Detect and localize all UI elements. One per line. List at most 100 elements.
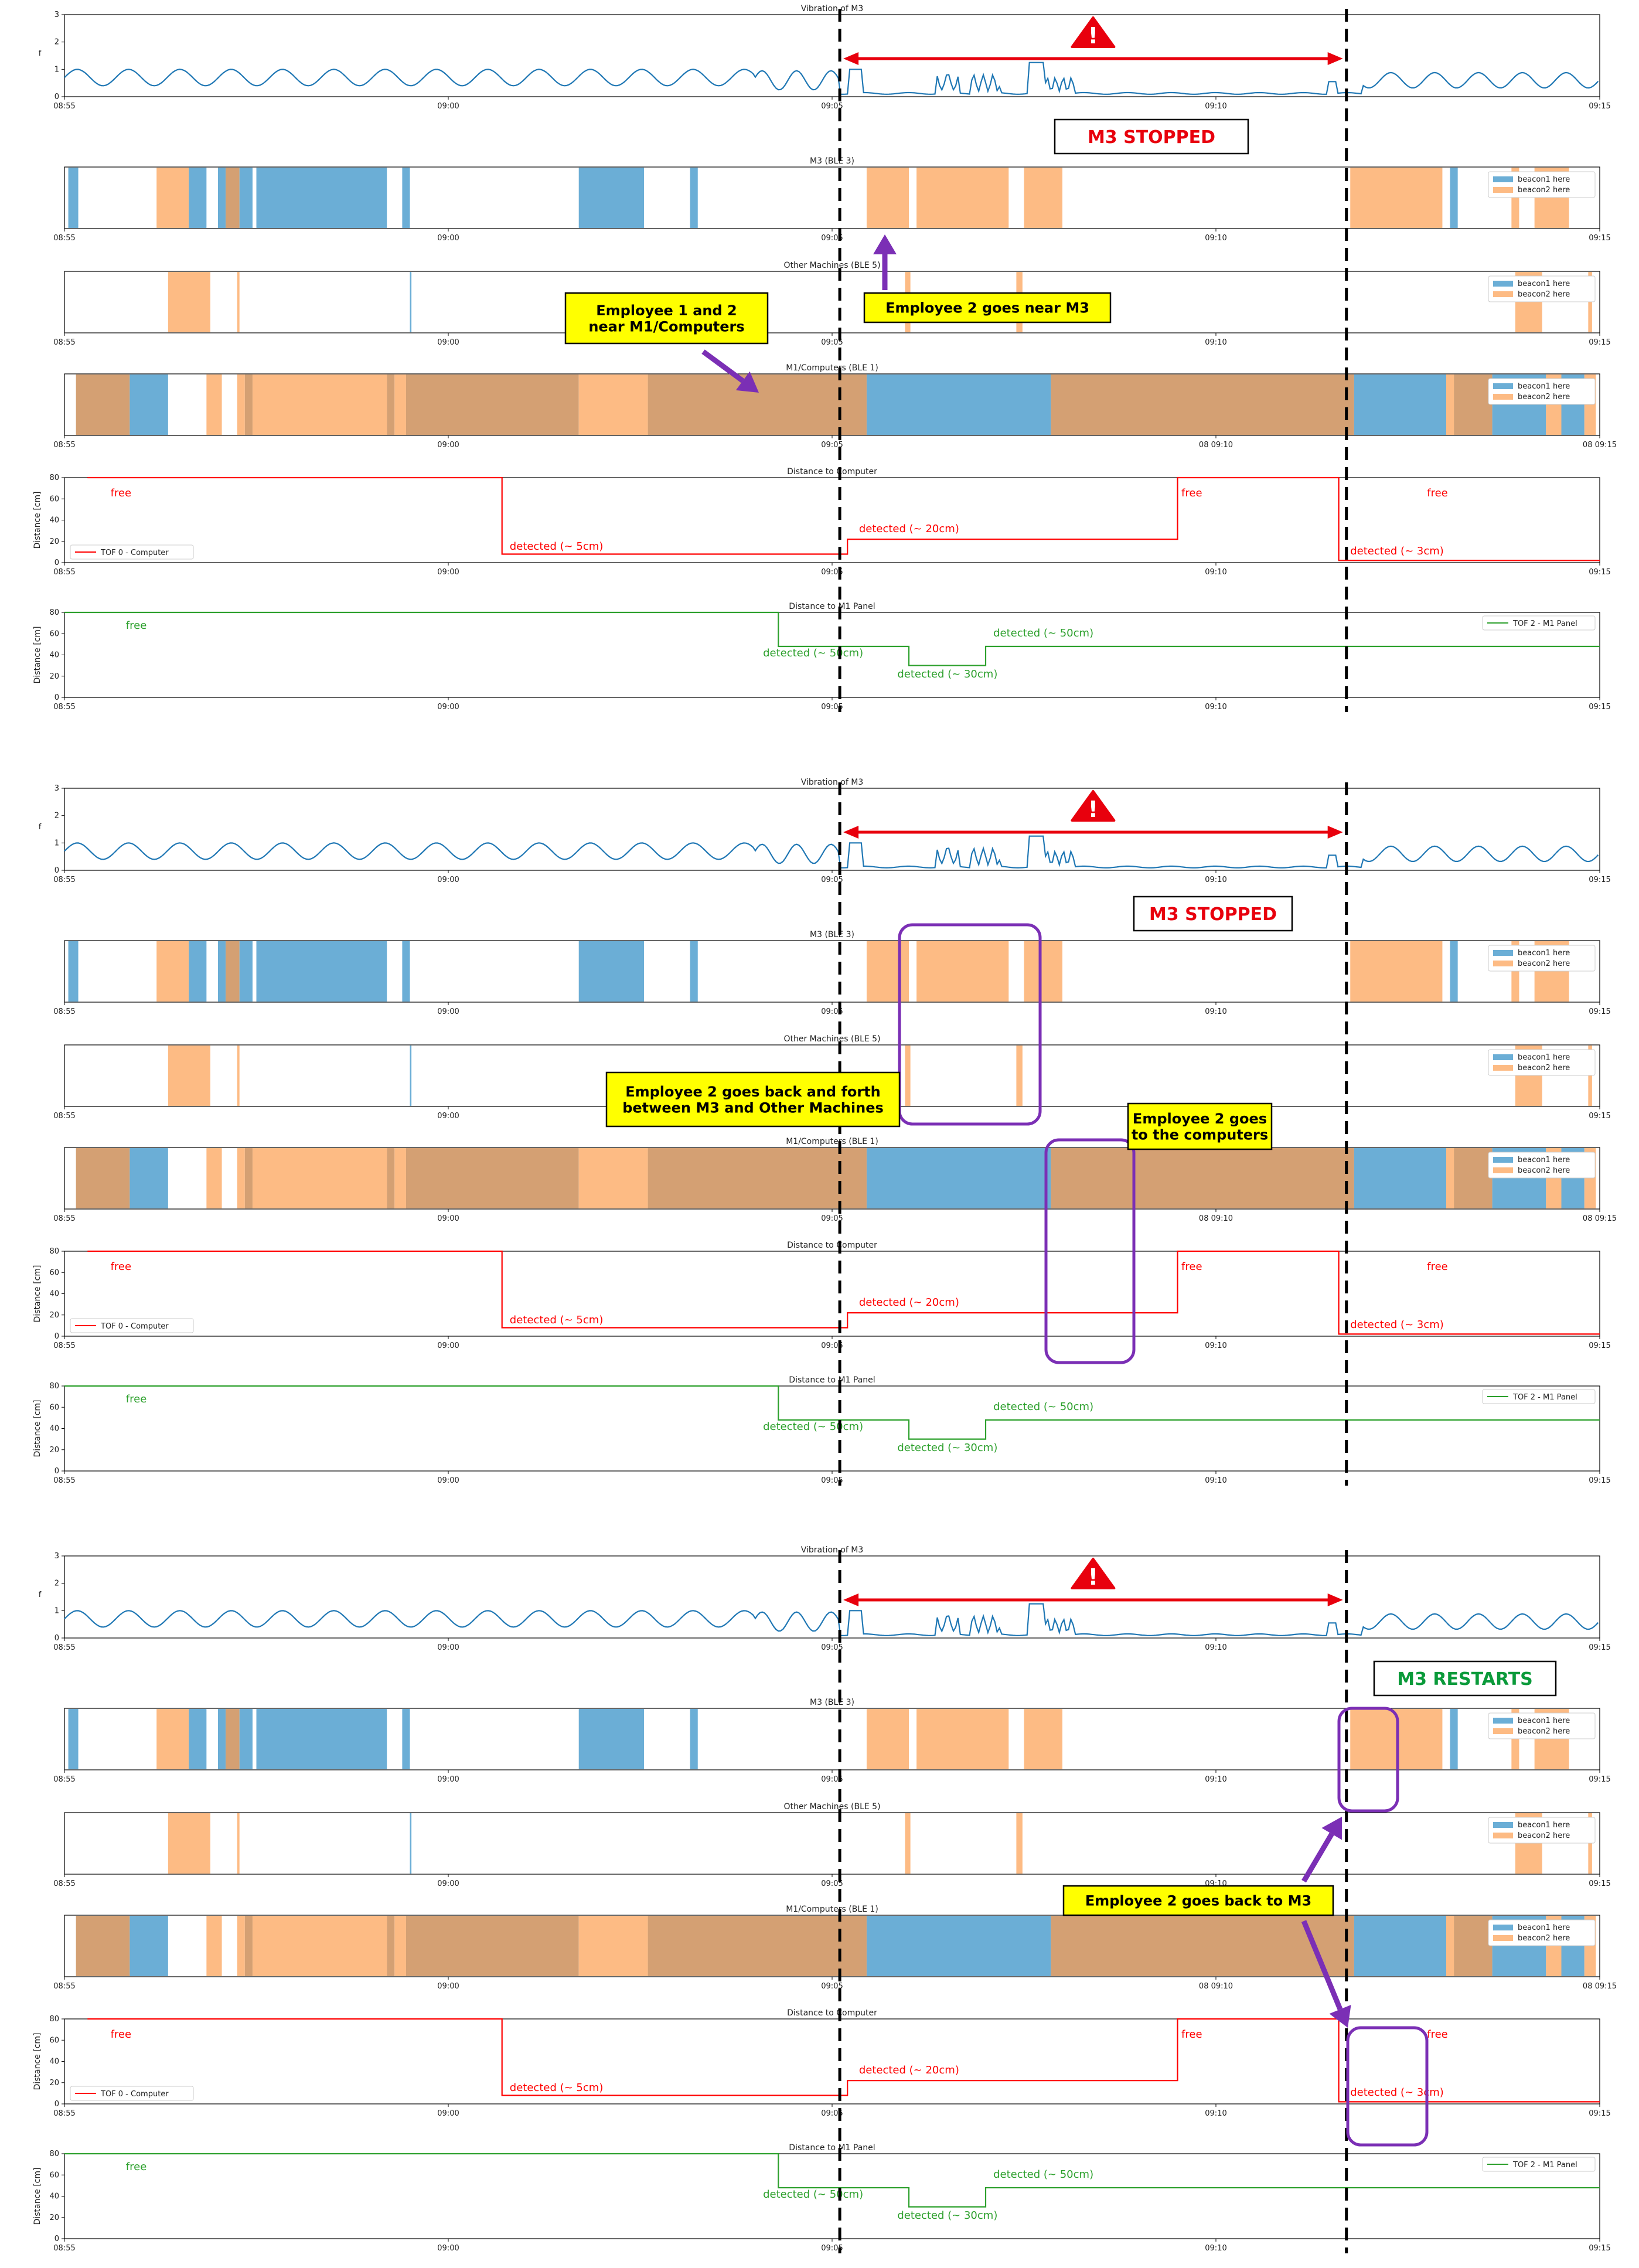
beacon2-bar [1446,1916,1454,1976]
overlap-bar [406,1916,579,1976]
beacon2-bar [1446,1148,1454,1208]
annotation-label: free [126,1393,147,1405]
legend-swatch-beacon1 [1493,1925,1513,1930]
beacon1-bar [690,168,698,228]
overlap-bar [387,1148,395,1208]
plot-frame [64,1555,1600,1639]
beacon1-bar [410,272,412,332]
x-tick-label: 09:10 [1205,1341,1226,1350]
m3-stopped-label-text: M3 STOPPED [1149,904,1277,925]
x-tick-label: 08:55 [53,1476,75,1485]
chart-title: Other Machines (BLE 5) [783,1802,880,1811]
beacon1-bar [866,1148,1051,1208]
callout-back-to-m3: Employee 2 goes back to M3 [1062,1885,1334,1916]
x-tick-label: 09:00 [437,1341,459,1350]
x-tick-label: 08:55 [53,1775,75,1784]
legend-box [1488,1817,1596,1844]
vibration-series-line [64,62,1599,95]
arrowhead-right-icon [1327,52,1343,65]
legend-label: beacon2 here [1518,1727,1570,1736]
beacon2-bar [1350,168,1443,228]
beacon1-bar [68,941,79,1002]
annotation-label: detected (~ 20cm) [859,1296,959,1309]
legend-label: beacon2 here [1518,1064,1570,1072]
arrow-to-m3 [873,234,897,290]
y-tick-label: 80 [49,2150,59,2158]
tof0-series-line [87,1250,1600,1335]
y-tick-label: 40 [49,2058,59,2066]
x-tick-label: 09:05 [821,102,843,111]
callout-to-computers-box [1127,1102,1273,1150]
beacon1-bar [1354,1916,1446,1976]
beacon1-bar [1450,168,1458,228]
x-tick-label: 09:00 [437,2244,459,2253]
y-tick-label: 0 [54,1332,59,1341]
callout-to-computers-text: to the computers [1132,1126,1268,1143]
beacon2-bar [206,374,222,435]
arrowhead-left-icon [843,1593,859,1606]
legend-label: beacon1 here [1518,1821,1570,1830]
y-tick-label: 0 [54,559,59,567]
legend-box [1488,1919,1596,1946]
y-tick-label: 3 [54,11,59,19]
tof2-series-line [64,1385,1600,1440]
x-tick-label: 08:55 [53,1112,75,1121]
overlap-bar [1051,1916,1354,1976]
x-tick-label: 08 09:15 [1583,441,1617,449]
y-tick-label: 0 [54,866,59,875]
x-tick-label: 09:10 [1205,338,1226,347]
x-tick-label: 09:10 [1205,568,1226,577]
x-tick-label: 09:00 [437,102,459,111]
y-tick-label: 20 [49,1446,59,1455]
y-tick-label: 40 [49,516,59,525]
highlight-m3-restart [1337,1707,1399,1813]
x-tick-label: 09:15 [1589,2109,1610,2118]
x-tick-label: 09:10 [1205,1643,1226,1652]
legend-label: beacon1 here [1518,1717,1570,1725]
legend-label: beacon2 here [1518,393,1570,401]
y-tick-label: 0 [54,693,59,702]
callout-employees-near-m1-box [564,292,769,345]
y-axis-label: Distance [cm] [33,492,42,549]
beacon2-bar [1350,941,1443,1002]
m3-restarts-label-box [1373,1660,1557,1697]
warning-exclamation-icon: ! [1088,23,1098,49]
legend-swatch-beacon1 [1493,1157,1513,1163]
x-tick-label: 09:10 [1205,1775,1226,1784]
chart-title: Distance to M1 Panel [789,602,875,611]
y-tick-label: 20 [49,672,59,681]
plot-frame [64,1812,1600,1875]
x-tick-label: 08 09:15 [1583,1214,1617,1223]
legend-swatch-beacon2 [1493,291,1513,297]
x-tick-label: 08:55 [53,1214,75,1223]
legend-label: beacon1 here [1518,175,1570,184]
x-tick-label: 08:55 [53,441,75,449]
beacon2-bar [866,941,909,1002]
warning-exclamation-icon: ! [1088,796,1098,822]
x-tick-label: 09:00 [437,703,459,711]
legend-box [70,2086,194,2101]
x-tick-label: 08:55 [53,1879,75,1888]
beacon2-bar [905,1046,911,1106]
callout-back-and-forth-text: Employee 2 goes back and forth [625,1084,881,1100]
beacon1-bar [256,941,387,1002]
highlight-to-computers [1044,1138,1136,1364]
beacon1-bar [690,941,698,1002]
chart-title: Other Machines (BLE 5) [783,1034,880,1044]
beacon1-bar [189,941,207,1002]
annotation-label: free [1181,487,1202,499]
legend-swatch-beacon2 [1493,1167,1513,1173]
overlap-bar [1454,1148,1493,1208]
overlap-bar [226,1709,240,1769]
m3-restarts-label-text: M3 RESTARTS [1397,1669,1533,1690]
beacon2-bar [1446,374,1454,435]
arrow-back-to-m3-down-shaft [1301,1920,1343,2011]
legend-swatch-beacon1 [1493,1054,1513,1060]
m3-stopped-label-text: M3 STOPPED [1088,127,1215,148]
y-tick-label: 20 [49,2213,59,2222]
y-tick-label: 0 [54,2235,59,2243]
